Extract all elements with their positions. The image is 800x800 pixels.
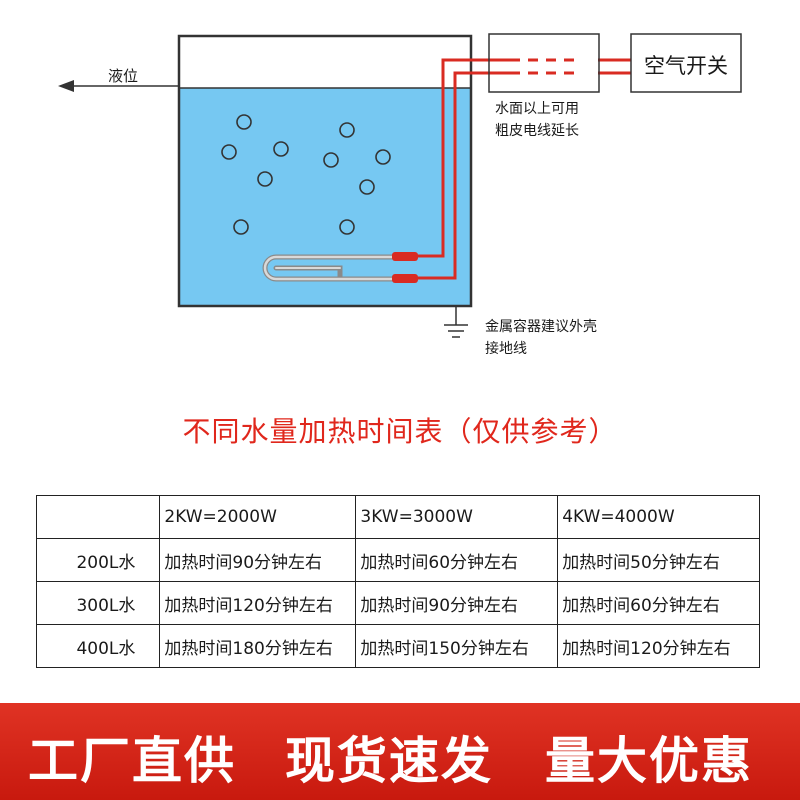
table-cell: 加热时间150分钟左右: [355, 624, 559, 668]
table-cell: 加热时间90分钟左右: [159, 538, 357, 582]
table-cell: 加热时间50分钟左右: [557, 538, 760, 582]
liquid-level-arrow: [58, 80, 180, 92]
row-volume: 400L水: [35, 624, 161, 668]
ground-symbol: [444, 306, 468, 338]
header-cell-3kw: 3KW=3000W: [355, 495, 559, 539]
row-volume: 300L水: [35, 581, 161, 625]
slogan-bulk-discount: 量大优惠: [545, 732, 753, 790]
table-cell: 加热时间60分钟左右: [355, 538, 559, 582]
water-body: [180, 88, 470, 305]
table-cell: 加热时间120分钟左右: [557, 624, 760, 668]
table-cell: 加热时间120分钟左右: [159, 581, 357, 625]
extension-note-line-2: 粗皮电线延长: [495, 123, 579, 139]
air-switch-box: [630, 33, 742, 93]
air-switch-label: 空气开关: [644, 54, 728, 78]
element-terminals: [392, 252, 418, 283]
ground-note-line-1: 金属容器建议外壳: [485, 319, 597, 335]
power-wires: [418, 58, 632, 280]
header-cell-4kw: 4KW=4000W: [557, 495, 760, 539]
extension-note: 水面以上可用 粗皮电线延长: [495, 98, 579, 142]
ground-note: 金属容器建议外壳 接地线: [485, 316, 597, 360]
header-cell-2kw: 2KW=2000W: [159, 495, 357, 539]
slogan-fast-shipping: 现货速发: [285, 732, 493, 790]
table-title: 不同水量加热时间表（仅供参考）: [182, 415, 618, 448]
extension-note-line-1: 水面以上可用: [495, 101, 579, 117]
table-row: 400L水 加热时间180分钟左右 加热时间150分钟左右 加热时间120分钟左…: [35, 624, 760, 668]
table-cell: 加热时间180分钟左右: [159, 624, 357, 668]
promo-banner: 工厂直供 现货速发 量大优惠: [0, 703, 800, 800]
table-row: 300L水 加热时间120分钟左右 加热时间90分钟左右 加热时间60分钟左右: [35, 581, 760, 625]
table-cell: 加热时间90分钟左右: [355, 581, 559, 625]
water-tank: [177, 34, 473, 308]
table-cell: 加热时间60分钟左右: [557, 581, 760, 625]
heating-element: [262, 254, 398, 282]
slogan-factory-direct: 工厂直供: [28, 732, 236, 790]
bubbles: [221, 114, 391, 235]
liquid-level-label: 液位: [108, 67, 139, 85]
extension-box: [488, 33, 600, 93]
heater-installation-diagram: [58, 33, 742, 338]
table-header-row: 2KW=2000W 3KW=3000W 4KW=4000W: [35, 495, 760, 539]
row-volume: 200L水: [35, 538, 161, 582]
heating-time-table: 2KW=2000W 3KW=3000W 4KW=4000W 200L水 加热时间…: [35, 495, 760, 668]
header-cell-empty: [35, 495, 161, 539]
ground-note-line-2: 接地线: [485, 341, 527, 357]
table-row: 200L水 加热时间90分钟左右 加热时间60分钟左右 加热时间50分钟左右: [35, 538, 760, 582]
